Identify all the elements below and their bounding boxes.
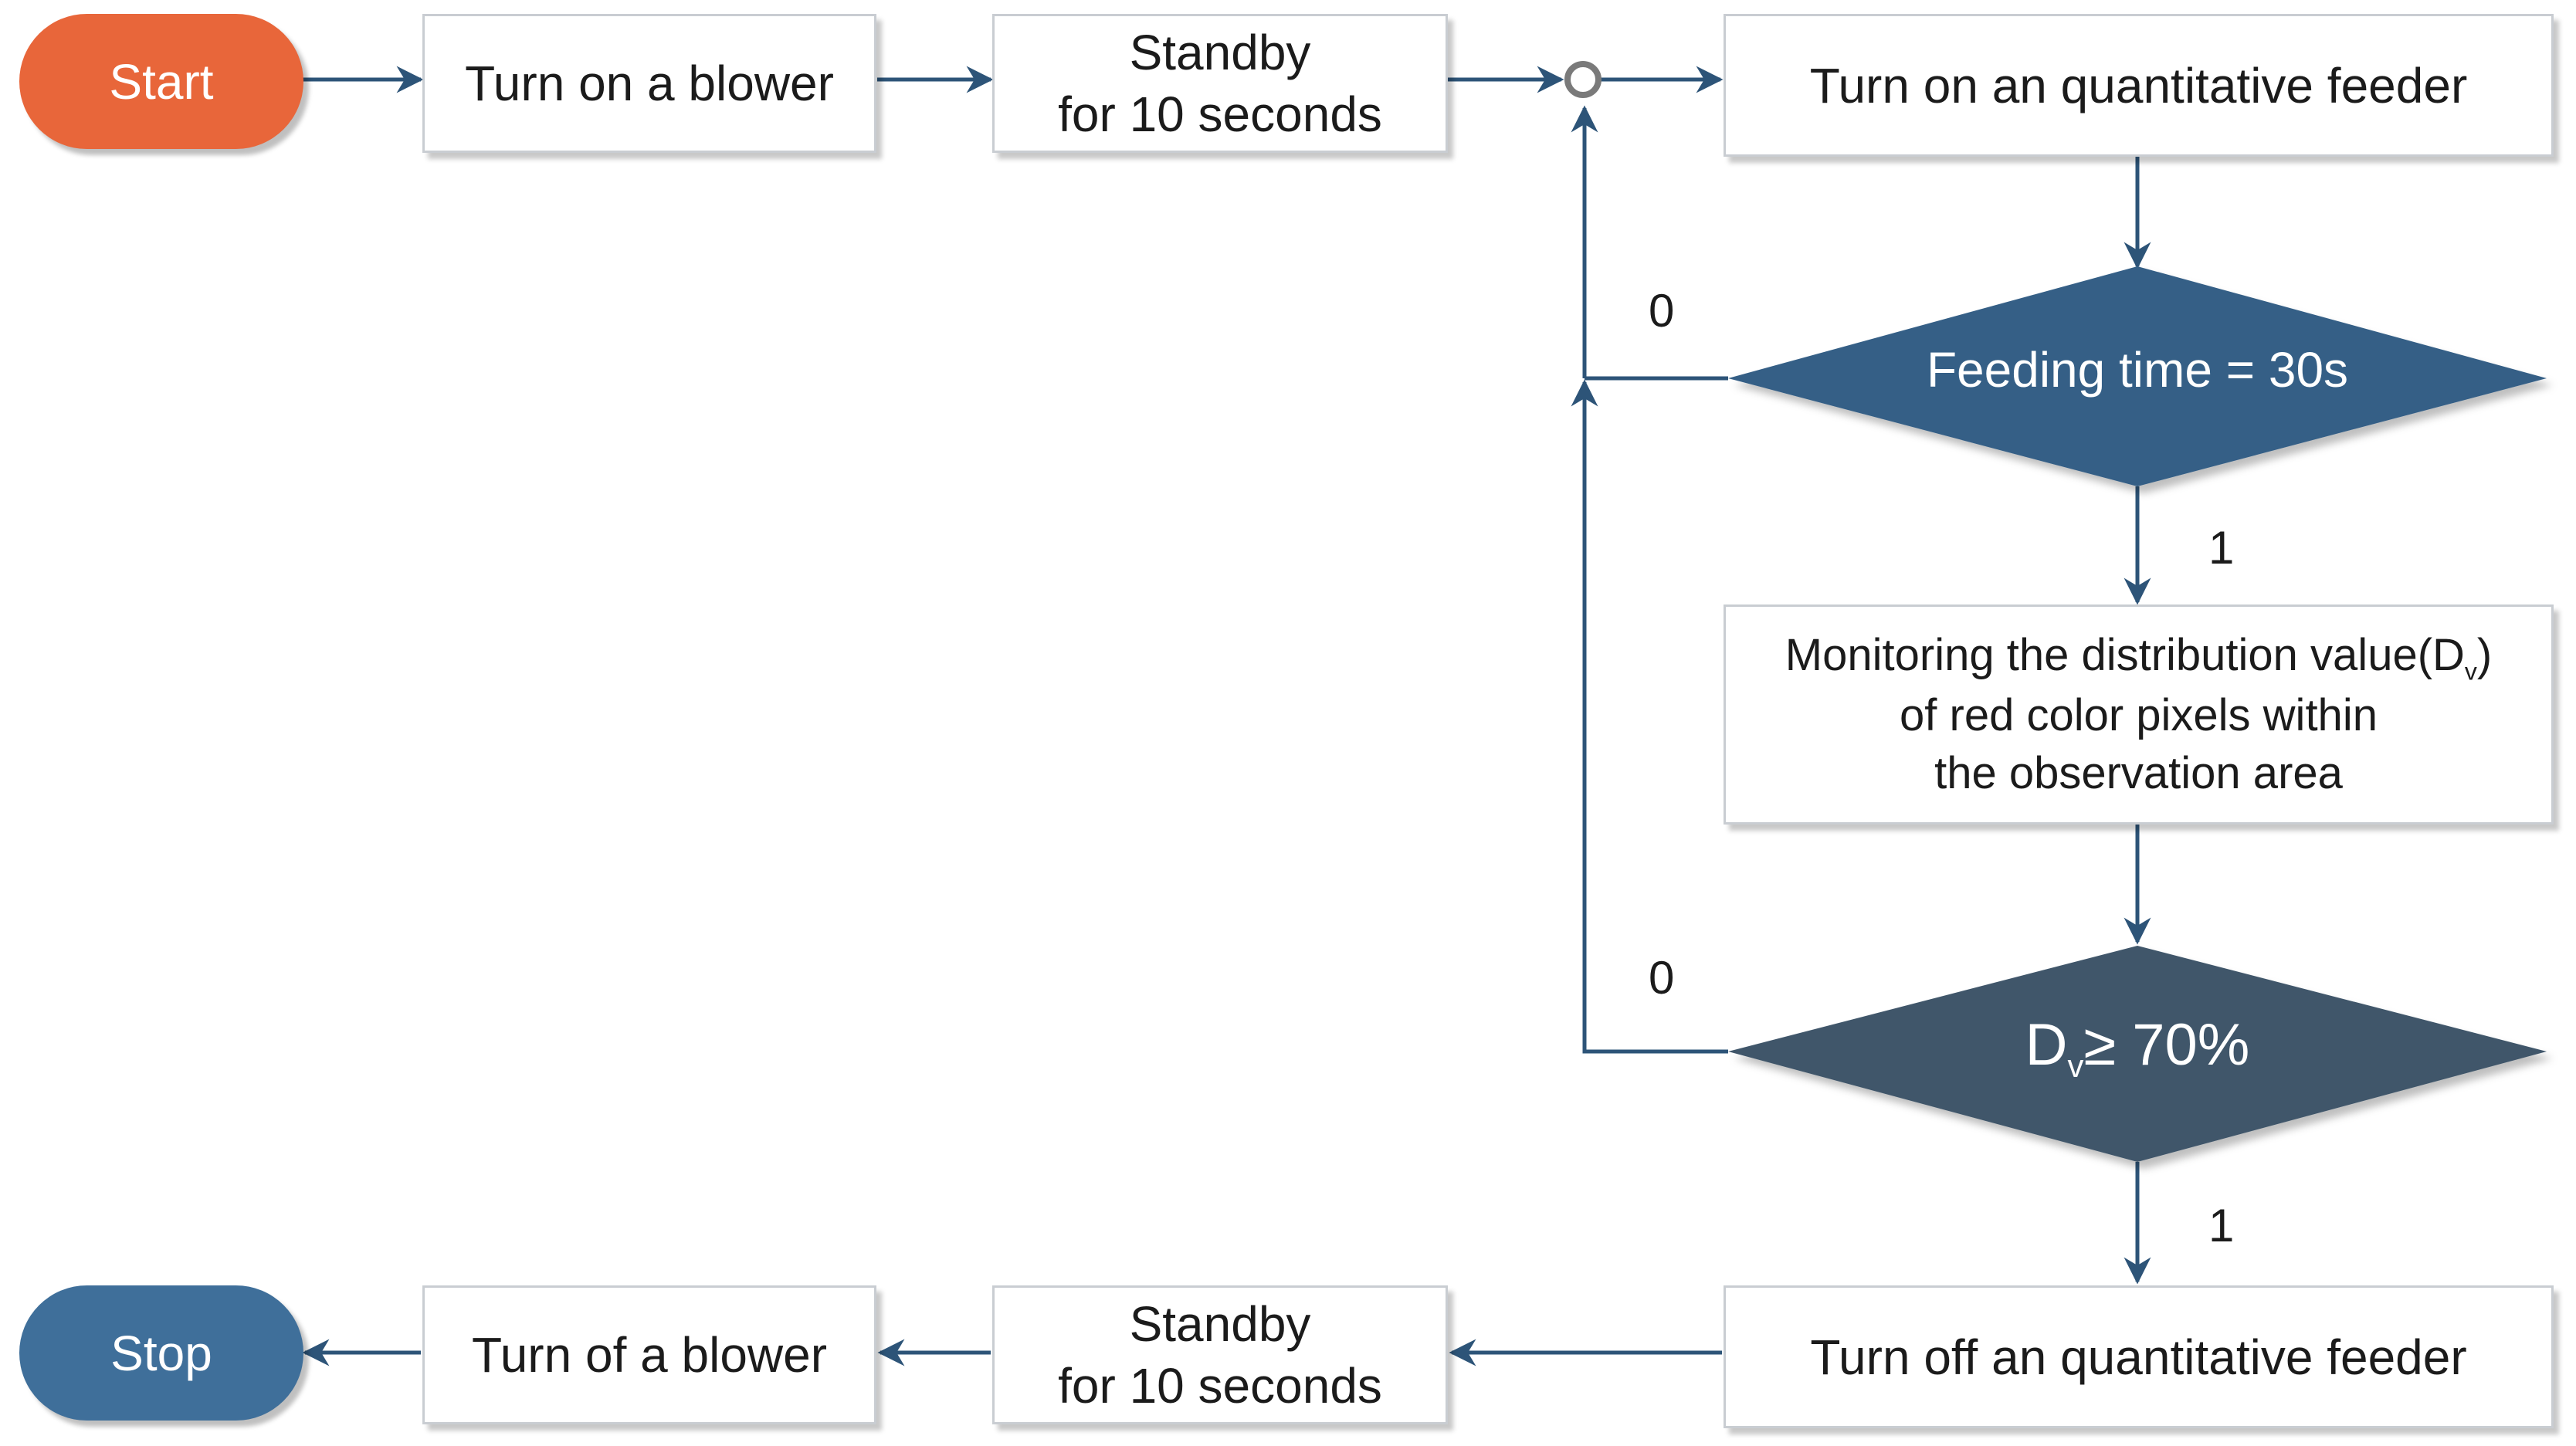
process-label: Turn on an quantitative feeder <box>1809 57 2468 113</box>
decision-dv <box>1728 946 2547 1162</box>
process-label-line2: for 10 seconds <box>1058 86 1382 142</box>
process-turn-on-blower: Turn on a blower <box>422 14 876 153</box>
start-label: Start <box>109 53 214 110</box>
decision-dv-text: Dv≥ 70% <box>1805 1011 2469 1085</box>
process-label-line1: Standby <box>1129 1296 1311 1352</box>
stop-label: Stop <box>110 1325 212 1381</box>
process-turn-off-blower: Turn of a blower <box>422 1285 876 1424</box>
process-turn-off-feeder: Turn off an quantitative feeder <box>1724 1285 2554 1428</box>
monitor-line1: Monitoring the distribution value(Dv) <box>1785 627 2492 687</box>
process-monitoring: Monitoring the distribution value(Dv) of… <box>1724 604 2554 825</box>
branch-label-dv-yes: 1 <box>2208 1200 2235 1251</box>
loop-dv-no <box>1571 379 1728 1054</box>
dv-prefix: D <box>2025 1012 2068 1078</box>
decision-feeding-time <box>1728 266 2547 486</box>
process-label: Turn off an quantitative feeder <box>1810 1329 2467 1385</box>
monitor-line1-subscript: v <box>2464 657 2477 686</box>
process-label-line1: Standby <box>1129 25 1311 80</box>
process-standby-bottom: Standby for 10 seconds <box>992 1285 1448 1424</box>
monitor-line3: the observation area <box>1934 747 2343 798</box>
branch-label-dv-no: 0 <box>1649 952 1675 1004</box>
start-terminal: Start <box>19 14 303 149</box>
process-label-line2: for 10 seconds <box>1058 1358 1382 1414</box>
stop-terminal: Stop <box>19 1285 303 1421</box>
dv-suffix: ≥ 70% <box>2083 1012 2250 1078</box>
process-standby-top: Standby for 10 seconds <box>992 14 1448 153</box>
dv-subscript: v <box>2067 1048 2084 1085</box>
junction-node <box>1564 61 1602 98</box>
process-turn-on-feeder: Turn on an quantitative feeder <box>1724 14 2554 157</box>
monitor-line2: of red color pixels within <box>1900 690 2378 741</box>
decision-feeding-text: Feeding time = 30s <box>1805 341 2469 398</box>
branch-label-feeding-no: 0 <box>1649 285 1675 337</box>
monitor-line1-prefix: Monitoring the distribution value(D <box>1785 630 2465 681</box>
process-label: Turn of a blower <box>471 1327 828 1383</box>
monitor-line1-suffix: ) <box>2476 630 2493 681</box>
decision-feeding-label: Feeding time = 30s <box>1926 342 2349 398</box>
process-label: Turn on a blower <box>465 56 834 111</box>
branch-label-feeding-yes: 1 <box>2208 522 2235 574</box>
